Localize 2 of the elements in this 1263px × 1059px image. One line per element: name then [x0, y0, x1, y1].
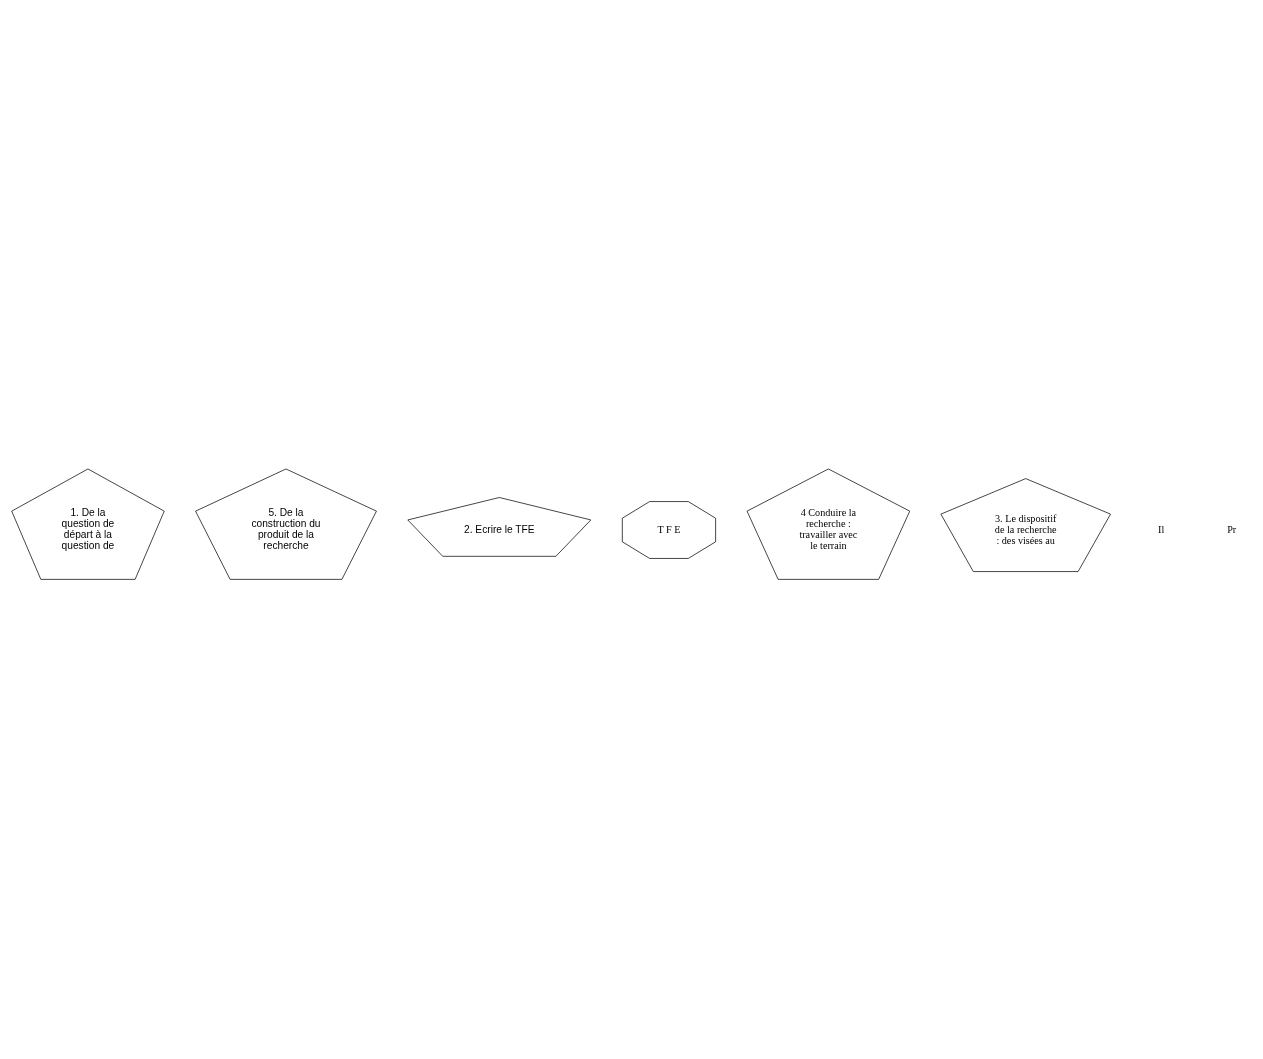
label: Pr — [1227, 523, 1237, 535]
label: Il — [1158, 523, 1165, 535]
